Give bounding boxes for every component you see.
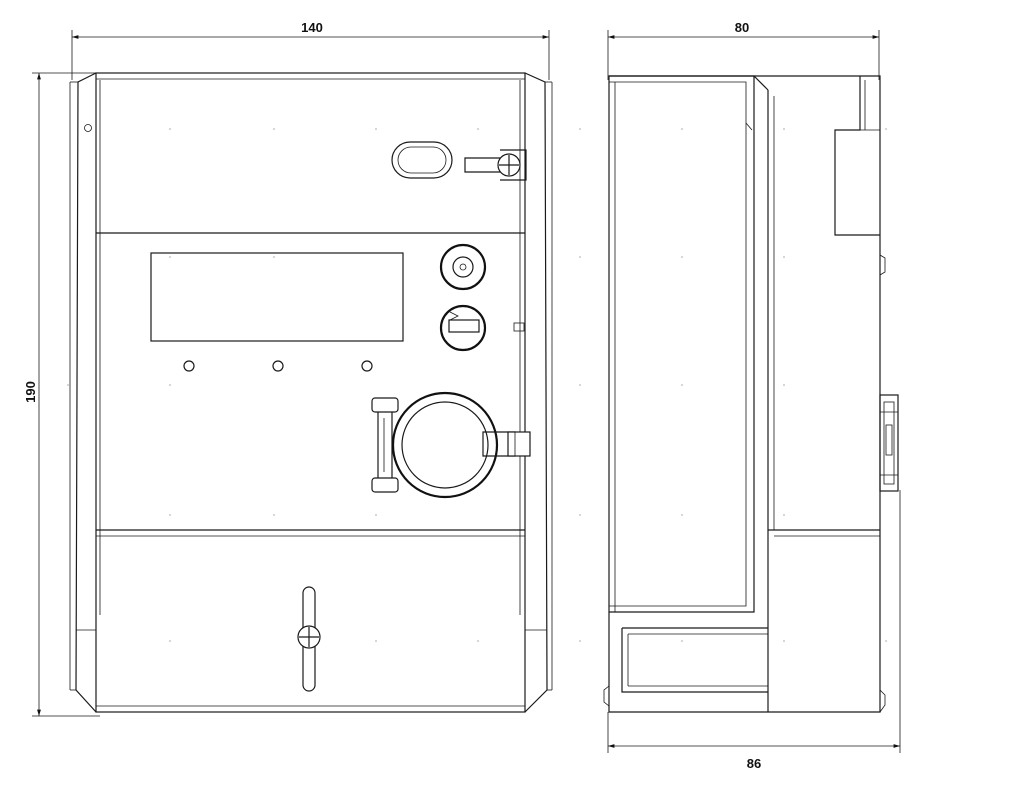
mounting-hole-icon [84,124,92,132]
dimension-label-140: 140 [301,20,323,35]
probe-latch-top [371,397,399,413]
dimension-side-depth-bottom: 86 [607,490,901,771]
din-rail-clip [879,394,899,492]
optical-port-button-icon [439,243,487,291]
watermark-dots [67,128,887,642]
led-indicator-icon [361,360,373,372]
dimension-label-80: 80 [735,20,749,35]
lcd-display [150,252,404,342]
dimension-height: 190 [23,72,100,717]
optical-probe-ring-icon [391,391,499,499]
dimension-side-depth-top: 80 [607,20,880,80]
probe-latch-bottom [371,477,399,493]
led-indicator-icon [272,360,284,372]
top-badge [391,141,453,179]
led-indicator-icon [183,360,195,372]
dimension-front-width: 140 [71,20,550,80]
probe-clip [507,431,531,457]
side-view [603,75,899,713]
dimension-label-190: 190 [23,381,38,403]
dimension-label-86: 86 [747,756,761,771]
reset-button-icon [439,304,487,352]
front-view [69,72,553,713]
